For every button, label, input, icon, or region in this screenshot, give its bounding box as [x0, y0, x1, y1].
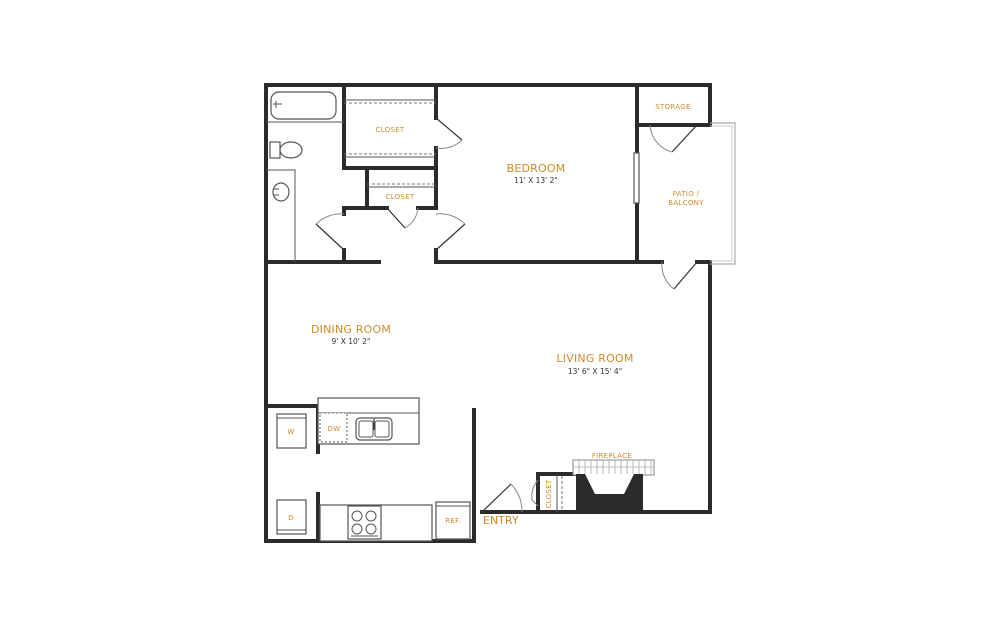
- living-room-dimensions: 13' 6" X 15' 4": [568, 367, 622, 376]
- refrigerator-label: REF.: [445, 517, 461, 525]
- bathroom: [266, 91, 344, 262]
- patio-label-1: PATIO /: [673, 190, 700, 198]
- storage-label: STORAGE: [655, 103, 690, 111]
- dishwasher-label: DW: [328, 425, 341, 433]
- bedroom-label: BEDROOM: [507, 162, 566, 175]
- fireplace-label: FIREPLACE: [592, 452, 632, 460]
- entry-label: ENTRY: [483, 514, 519, 527]
- washer-label: W: [287, 428, 294, 436]
- fireplace: [572, 459, 655, 512]
- sink: [272, 182, 290, 202]
- patio-railing: [710, 122, 736, 265]
- dining-room-dimensions: 9' X 10' 2": [332, 337, 371, 346]
- stove: [347, 505, 382, 540]
- washer: [276, 413, 307, 449]
- refrigerator: [435, 501, 471, 540]
- kitchen: [317, 397, 471, 542]
- dining-room-label: DINING ROOM: [311, 323, 391, 336]
- dryer-label: D: [288, 514, 294, 522]
- toilet-tank: [269, 141, 281, 159]
- closet-entry-label: CLOSET: [545, 479, 553, 508]
- dryer: [276, 499, 307, 535]
- closet-lower-label: CLOSET: [386, 193, 415, 201]
- bathtub: [270, 91, 337, 120]
- closet-upper-label: CLOSET: [376, 126, 405, 134]
- living-room-label: LIVING ROOM: [556, 352, 633, 365]
- toilet-bowl: [279, 141, 303, 159]
- bedroom-dimensions: 11' X 13' 2": [514, 176, 558, 185]
- doors: [315, 117, 698, 513]
- dishwasher: [319, 412, 348, 443]
- patio-label-2: BALCONY: [668, 199, 704, 207]
- window: [633, 152, 640, 204]
